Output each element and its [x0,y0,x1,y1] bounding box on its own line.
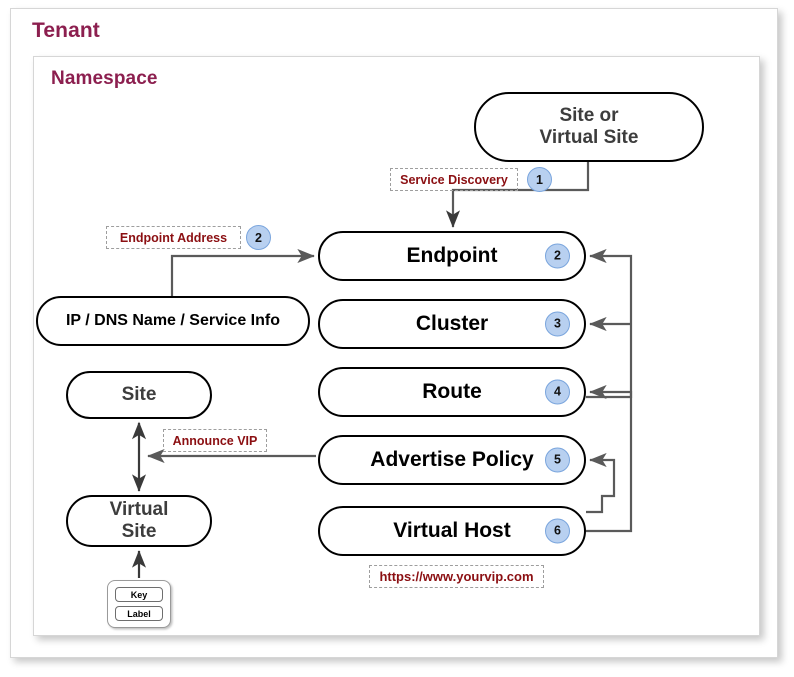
node-cluster[interactable]: Cluster 3 [318,299,586,349]
badge-endpoint-address: 2 [246,225,271,250]
node-virtual-site-label: Virtual Site [109,499,169,542]
node-endpoint-label: Endpoint [406,243,498,267]
node-advertise-policy-label: Advertise Policy [370,447,534,471]
badge-endpoint: 2 [545,243,570,269]
namespace-title: Namespace [51,68,158,89]
node-virtual-site[interactable]: Virtual Site [66,495,212,547]
tenant-title: Tenant [32,19,100,42]
badge-advertise-policy: 5 [545,447,570,473]
node-site-or-virtual-site[interactable]: Site or Virtual Site [474,92,704,162]
node-site[interactable]: Site [66,371,212,419]
node-advertise-policy[interactable]: Advertise Policy 5 [318,435,586,485]
badge-service-discovery: 1 [527,167,552,192]
callout-vip-url: https://www.yourvip.com [369,565,544,588]
node-ip-dns-service-info-label: IP / DNS Name / Service Info [65,311,280,329]
node-virtual-host-label: Virtual Host [393,518,511,542]
node-cluster-label: Cluster [415,311,489,335]
legend-key-chip: Key [115,587,163,602]
node-virtual-host[interactable]: Virtual Host 6 [318,506,586,556]
key-label-legend: Key Label [107,580,171,628]
node-endpoint[interactable]: Endpoint 2 [318,231,586,281]
badge-cluster: 3 [545,311,570,337]
node-site-or-virtual-site-label: Site or Virtual Site [539,105,639,148]
callout-service-discovery: Service Discovery [390,168,518,191]
node-route-label: Route [422,379,482,403]
badge-virtual-host: 6 [545,518,570,544]
badge-route: 4 [545,379,570,405]
legend-label-chip: Label [115,606,163,621]
node-route[interactable]: Route 4 [318,367,586,417]
node-site-label: Site [121,384,157,406]
callout-endpoint-address: Endpoint Address [106,226,241,249]
callout-announce-vip: Announce VIP [163,429,267,452]
node-ip-dns-service-info[interactable]: IP / DNS Name / Service Info [36,296,310,346]
